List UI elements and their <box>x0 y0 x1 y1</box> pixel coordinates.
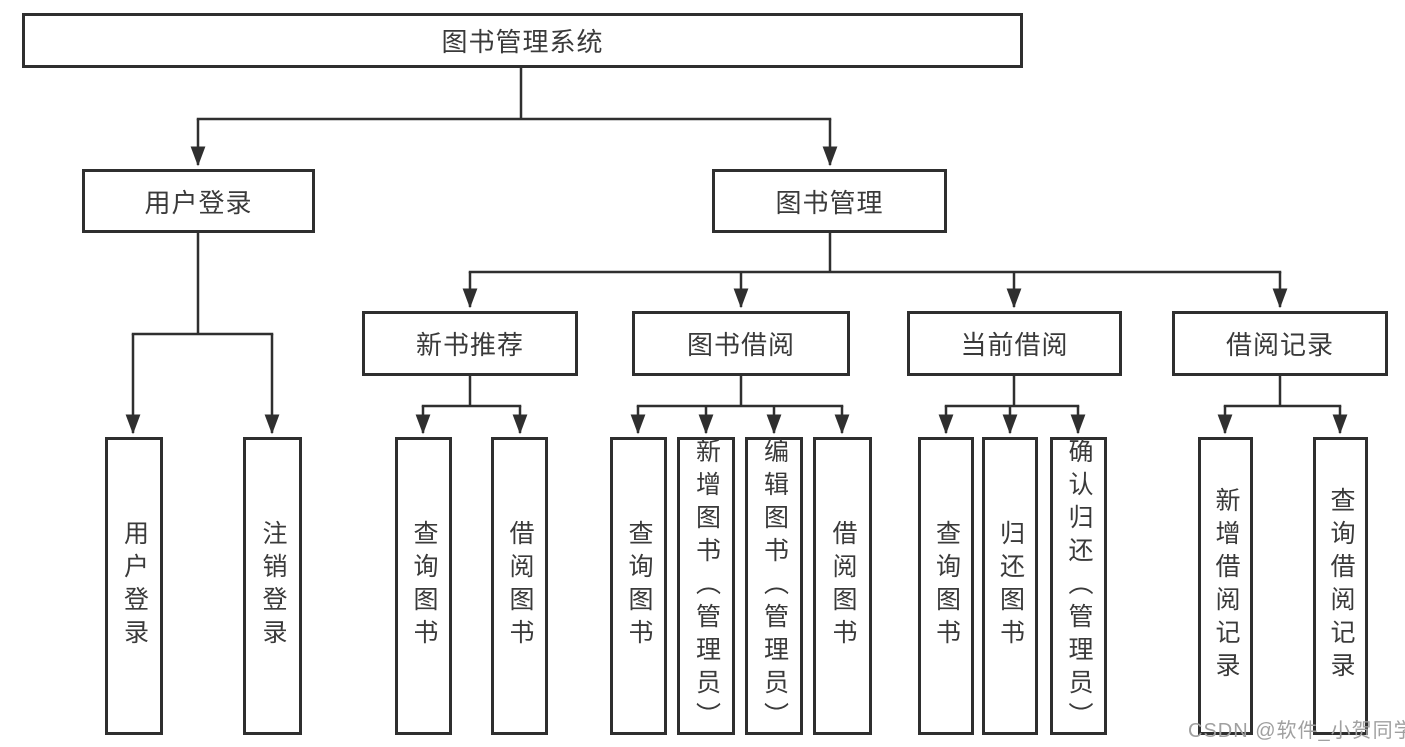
node-book-mgmt-label: 图书管理 <box>775 187 884 218</box>
leaf-query-book-rec: 查询图书 <box>395 437 452 735</box>
leaf-borrow-book-label: 借阅图书 <box>829 520 857 652</box>
node-borrow-record-label: 借阅记录 <box>1225 330 1334 360</box>
leaf-logout-label: 注销登录 <box>259 520 287 652</box>
connector-book-borrow-to-leaves <box>630 376 850 435</box>
leaf-query-book-borrow-label: 查询图书 <box>625 520 653 652</box>
node-book-mgmt: 图书管理 <box>712 169 947 233</box>
leaf-edit-book-admin-label: 编辑图书（管理员） <box>760 437 789 735</box>
node-new-book-rec-label: 新书推荐 <box>415 330 524 360</box>
node-current-borrow: 当前借阅 <box>907 311 1122 376</box>
connector-current-borrow-to-leaves <box>938 376 1086 435</box>
leaf-borrow-book-rec-label: 借阅图书 <box>506 520 534 652</box>
leaf-return-book-label: 归还图书 <box>996 520 1025 652</box>
leaf-user-login-label: 用户登录 <box>120 520 149 652</box>
leaf-add-book-admin: 新增图书（管理员） <box>677 437 735 735</box>
connector-new-book-rec-to-leaves <box>415 376 528 435</box>
leaf-query-book-rec-label: 查询图书 <box>410 520 438 652</box>
node-book-borrow: 图书借阅 <box>632 311 850 376</box>
leaf-confirm-return-admin: 确认归还（管理员） <box>1050 437 1107 735</box>
leaf-query-borrow-record: 查询借阅记录 <box>1313 437 1368 735</box>
leaf-user-login: 用户登录 <box>105 437 163 735</box>
leaf-return-book: 归还图书 <box>982 437 1038 735</box>
connector-user-login-to-leaves <box>125 233 280 435</box>
leaf-add-borrow-record: 新增借阅记录 <box>1198 437 1253 735</box>
node-user-login: 用户登录 <box>82 169 315 233</box>
connector-borrow-record-to-leaves <box>1217 376 1348 435</box>
leaf-add-book-admin-label: 新增图书（管理员） <box>692 437 721 735</box>
leaf-query-book-current: 查询图书 <box>918 437 974 735</box>
node-root-label: 图书管理系统 <box>441 27 604 57</box>
node-user-login-label: 用户登录 <box>144 187 253 218</box>
leaf-query-book-current-label: 查询图书 <box>932 520 961 652</box>
leaf-confirm-return-admin-label: 确认归还（管理员） <box>1065 437 1093 735</box>
leaf-edit-book-admin: 编辑图书（管理员） <box>745 437 803 735</box>
leaf-add-borrow-record-label: 新增借阅记录 <box>1212 487 1240 685</box>
node-new-book-rec: 新书推荐 <box>362 311 578 376</box>
node-borrow-record: 借阅记录 <box>1172 311 1388 376</box>
connector-book-mgmt-to-level3 <box>462 233 1288 309</box>
leaf-query-borrow-record-label: 查询借阅记录 <box>1327 487 1355 685</box>
node-book-borrow-label: 图书借阅 <box>686 330 795 360</box>
node-current-borrow-label: 当前借阅 <box>960 330 1069 360</box>
leaf-logout: 注销登录 <box>243 437 302 735</box>
connector-root-to-level2 <box>190 68 838 167</box>
leaf-borrow-book-rec: 借阅图书 <box>491 437 548 735</box>
leaf-query-book-borrow: 查询图书 <box>610 437 667 735</box>
leaf-borrow-book: 借阅图书 <box>813 437 872 735</box>
watermark-text: CSDN @软件_小贺同学 <box>1188 720 1405 742</box>
node-root: 图书管理系统 <box>22 13 1023 68</box>
